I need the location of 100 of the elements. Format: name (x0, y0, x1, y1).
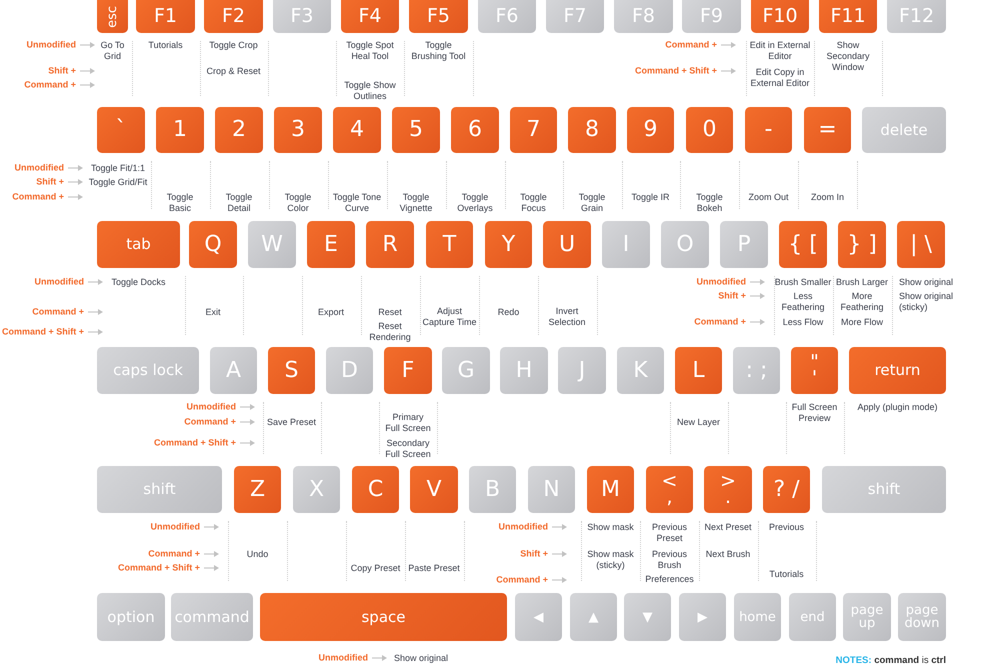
shortcut-description: Less Feathering (780, 291, 826, 313)
key-label: ` (116, 119, 126, 141)
key-label: I (622, 234, 630, 256)
key-label: ▲ (588, 610, 598, 624)
shortcut-description: Toggle Spot Heal Tool (345, 40, 395, 62)
modifier-label: Shift + (48, 66, 76, 76)
key-label: K (633, 360, 648, 382)
shortcut-description: Exit (206, 307, 220, 318)
key-label: ▶ (698, 610, 708, 624)
modifier-label: Command + (24, 80, 76, 90)
shortcut-description: New Layer (676, 417, 720, 428)
key-label: P (737, 234, 751, 256)
shortcut-description: Toggle Detail (224, 192, 254, 214)
shortcut-description: Toggle Crop (209, 40, 258, 51)
key-label: F2 (222, 7, 246, 26)
key-label: N (543, 478, 560, 500)
keyboard-key (171, 593, 253, 641)
keyboard-key (862, 107, 946, 153)
keyboard-key (745, 107, 792, 153)
key-label: delete (880, 122, 928, 138)
keyboard-key (558, 347, 606, 394)
key-label: F3 (290, 7, 314, 26)
key-label: F4 (358, 7, 382, 26)
key-label: F1 (154, 7, 178, 26)
modifier-label: Command + Shift + (154, 438, 236, 448)
keyboard-key (510, 107, 557, 153)
shortcut-description: Toggle Color (284, 192, 312, 214)
key-label: F10 (762, 7, 798, 26)
key-label: page down (903, 604, 941, 630)
modifier-label: Unmodified (318, 652, 368, 664)
modifier-label: Command + (184, 416, 236, 428)
key-label: ◀ (534, 610, 544, 624)
keyboard-key (624, 593, 671, 641)
shortcut-description: Brush Smaller (774, 277, 832, 288)
keyboard-key (156, 107, 204, 153)
key-label: page up (850, 604, 884, 630)
key-label: 0 (702, 119, 716, 141)
shortcut-description: Tutorials (769, 569, 804, 580)
keyboard-key (568, 107, 616, 153)
shortcut-description: Show Secondary Window (825, 40, 871, 73)
keyboard-key (97, 466, 222, 513)
keyboard-key (546, 0, 604, 33)
keyboard-key (189, 221, 237, 268)
key-label: D (341, 360, 358, 382)
modifier-label: Command + Shift + (2, 326, 84, 338)
keyboard-key (451, 107, 499, 153)
key-label: M (601, 478, 620, 500)
keyboard-key (543, 221, 591, 268)
shortcut-description: Previous Brush (650, 549, 688, 571)
modifier-label: Command + Shift + (118, 562, 200, 574)
modifier-label: Unmodified (34, 276, 84, 288)
key-label: 1 (173, 119, 187, 141)
key-label: 4 (350, 119, 364, 141)
key-label: | \ (910, 234, 932, 256)
key-label: Q (204, 234, 222, 256)
keyboard-key (392, 107, 440, 153)
shortcut-description: Next Brush (706, 549, 750, 560)
key-label: F9 (700, 7, 724, 26)
shortcut-description: Full Screen Preview (790, 402, 838, 424)
keyboard-key (720, 221, 768, 268)
keyboard-key (679, 593, 726, 641)
key-label: F7 (563, 7, 587, 26)
key-label: end (800, 610, 825, 624)
shortcut-description: Zoom In (811, 192, 844, 203)
shortcut-description: Export (318, 307, 344, 318)
shortcut-description: Toggle Brushing Tool (410, 40, 467, 62)
shortcut-description: Toggle Grid/Fit (88, 177, 148, 188)
keyboard-key (273, 0, 331, 33)
keyboard-key (485, 221, 532, 268)
key-label: - (764, 119, 772, 141)
shortcut-description: More Feathering (839, 291, 885, 313)
keyboard-key (661, 221, 709, 268)
keyboard-key (293, 466, 340, 513)
key-label: esc (106, 6, 119, 28)
keyboard-key (570, 593, 617, 641)
shortcut-description: Copy Preset (350, 563, 400, 574)
key-label: U (558, 234, 576, 256)
keyboard-key (602, 221, 650, 268)
shortcut-description: Show mask (sticky) (586, 549, 635, 571)
keyboard-key (898, 593, 946, 641)
key-label: > . (720, 474, 736, 505)
modifier-label: Unmodified (696, 276, 746, 288)
keyboard-key (234, 466, 281, 513)
shortcut-description: Reset (378, 307, 402, 318)
shortcut-description: Show original (394, 653, 448, 664)
keyboard-key (215, 107, 263, 153)
keyboard-key (528, 466, 575, 513)
key-label: F (402, 360, 414, 382)
shortcut-description: Brush Larger (836, 277, 888, 288)
key-label: " ' (810, 355, 819, 386)
key-label: O (676, 234, 694, 256)
key-label: home (739, 610, 776, 624)
modifier-label: Unmodified (186, 402, 236, 412)
key-label: 6 (468, 119, 482, 141)
keyboard-key (248, 221, 296, 268)
keyboard-key (333, 107, 381, 153)
key-label: A (226, 360, 242, 382)
key-label: return (874, 363, 920, 378)
shortcut-description: Show mask (587, 522, 634, 533)
key-label: R (382, 234, 398, 256)
